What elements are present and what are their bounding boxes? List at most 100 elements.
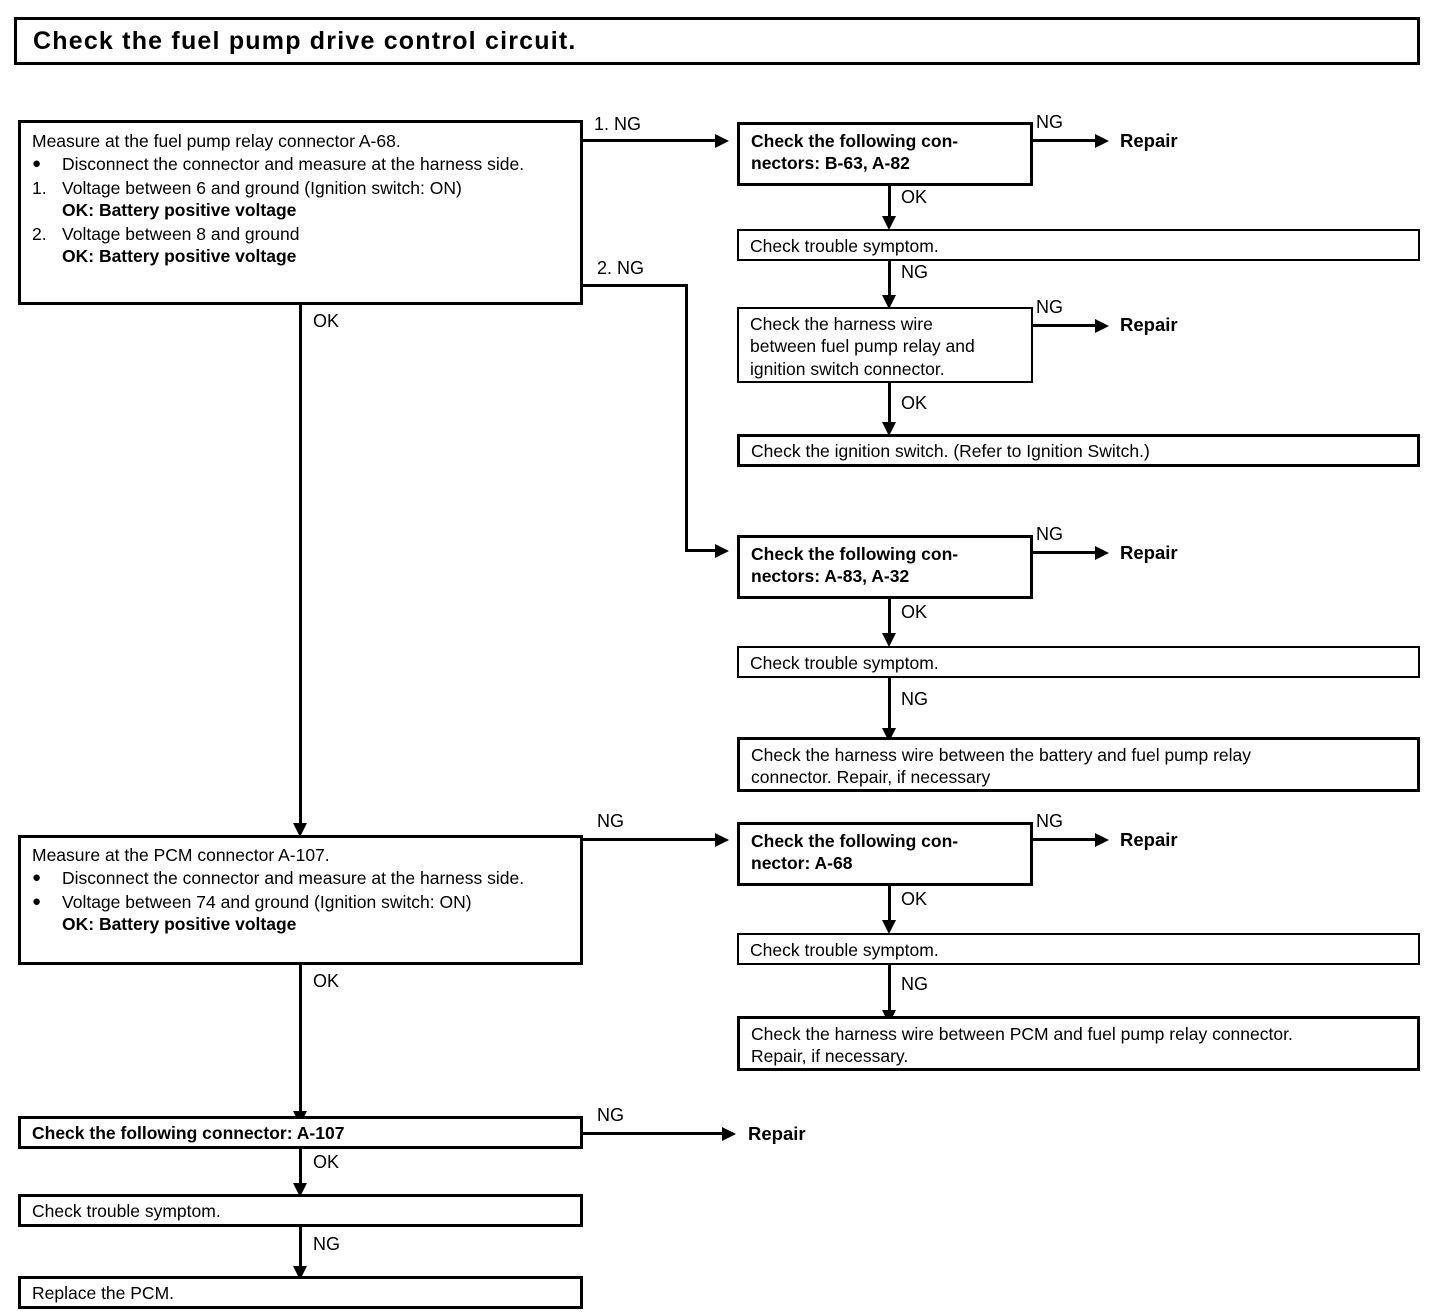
line-ng-a107-repair	[583, 1132, 733, 1135]
label-ng-b63: NG	[1036, 112, 1063, 132]
label-ng-a107: NG	[597, 1105, 624, 1125]
measure-pcm-bullet-1: Disconnect the connector and measure at …	[62, 868, 525, 889]
line-ng-trouble3-pcmharness	[888, 965, 891, 1012]
line-ok-b63-trouble1	[888, 186, 891, 218]
line-ok-box1-to-pcm	[299, 305, 302, 825]
line-ng-pcm-a68	[583, 838, 717, 841]
box-check-connectors-b63-a82: Check the following con- nectors: B-63, …	[737, 122, 1033, 186]
label-ok-pcm: OK	[313, 971, 340, 991]
line-ok-harness-ignition	[888, 383, 891, 424]
label-ok-a83: OK	[901, 602, 928, 622]
arrowhead-ng-b63-repair	[1095, 134, 1109, 148]
label-ng-trouble3: NG	[901, 974, 928, 994]
arrowhead-ng-a68-repair	[1095, 833, 1109, 847]
repair-label-b63: Repair	[1120, 130, 1178, 151]
page-title-text: Check the fuel pump drive control circui…	[33, 26, 577, 55]
arrowhead-ok-a83-trouble2	[882, 633, 896, 647]
arrowhead-ng-pcm-a68	[715, 833, 729, 847]
line-ng-harness-repair	[1033, 324, 1097, 327]
line-ok-pcm-a107	[299, 965, 302, 1113]
arrowhead-ng2	[715, 544, 729, 558]
box-harness-battery-relay: Check the harness wire between the batte…	[737, 737, 1420, 792]
measure-relay-bullet: Disconnect the connector and measure at …	[62, 154, 525, 175]
arrowhead-ng-a83-repair	[1095, 546, 1109, 560]
box-trouble-symptom-2: Check trouble symptom.	[737, 646, 1420, 678]
line-ng-trouble2-battery	[888, 678, 891, 730]
label-ng-trouble2: NG	[901, 689, 928, 709]
label-ng-trouble4: NG	[313, 1234, 340, 1254]
box-harness-relay-ignition: Check the harness wire between fuel pump…	[737, 307, 1033, 383]
repair-label-a83: Repair	[1120, 542, 1178, 563]
box-check-connector-a68: Check the following con- nector: A-68	[737, 822, 1033, 886]
label-ok-b63: OK	[901, 187, 928, 207]
measure-relay-item-1-text: Voltage between 6 and ground (Ignition s…	[62, 177, 462, 198]
bullet-dot-icon: ●	[32, 155, 42, 173]
box-trouble-symptom-1: Check trouble symptom.	[737, 229, 1420, 261]
label-ng-pcm: NG	[597, 811, 624, 831]
harness-pcm-relay-line2: Repair, if necessary.	[751, 1046, 909, 1067]
arrowhead-ok-b63-trouble1	[882, 216, 896, 230]
box-replace-pcm: Replace the PCM.	[18, 1276, 583, 1309]
check-conn-a83-line1: Check the following con-	[751, 544, 959, 564]
repair-label-harness: Repair	[1120, 314, 1178, 335]
check-conn-a107-text: Check the following connector: A-107	[32, 1123, 345, 1143]
label-ng1: 1. NG	[594, 114, 642, 134]
measure-relay-item-2-ok: OK: Battery positive voltage	[62, 245, 297, 266]
arrowhead-ok-a107-trouble4	[293, 1183, 307, 1197]
measure-pcm-heading: Measure at the PCM connector A-107.	[32, 845, 330, 865]
box-check-connector-a107: Check the following connector: A-107	[18, 1116, 583, 1149]
line-ng2-horizontal-1	[583, 284, 688, 287]
trouble-symptom-3-text: Check trouble symptom.	[750, 940, 939, 960]
measure-relay-item-2-num: 2.	[32, 223, 47, 244]
arrowhead-ng-trouble1-harness	[882, 295, 896, 309]
arrowhead-ng-a107-repair	[722, 1127, 736, 1141]
trouble-symptom-1-text: Check trouble symptom.	[750, 236, 939, 256]
bullet-dot-icon: ●	[32, 869, 42, 887]
arrowhead-ok-a68-trouble3	[882, 920, 896, 934]
box-measure-pcm-connector: Measure at the PCM connector A-107. ● Di…	[18, 835, 583, 965]
box-trouble-symptom-4: Check trouble symptom.	[18, 1194, 583, 1227]
check-conn-a68-line2: nector: A-68	[751, 853, 853, 874]
arrowhead-ng-harness-repair	[1095, 319, 1109, 333]
measure-relay-item-1-ok: OK: Battery positive voltage	[62, 200, 297, 221]
measure-relay-heading: Measure at the fuel pump relay connector…	[32, 131, 401, 151]
harness-relay-ignition-line1: Check the harness wire	[750, 314, 933, 334]
label-ng-a68: NG	[1036, 811, 1063, 831]
line-ng-trouble4-replace	[299, 1227, 302, 1268]
label-ng2: 2. NG	[597, 258, 645, 278]
check-conn-a83-line2: nectors: A-83, A-32	[751, 566, 910, 587]
measure-pcm-bullet-2-ok: OK: Battery positive voltage	[62, 914, 297, 935]
label-ok-a68: OK	[901, 889, 928, 909]
box-check-connectors-a83-a32: Check the following con- nectors: A-83, …	[737, 535, 1033, 599]
line-ok-a107-trouble4	[299, 1149, 302, 1185]
harness-relay-ignition-line3: ignition switch connector.	[750, 358, 945, 379]
repair-label-a107: Repair	[748, 1123, 806, 1144]
check-conn-b63-line2: nectors: B-63, A-82	[751, 153, 910, 174]
box-harness-pcm-relay: Check the harness wire between PCM and f…	[737, 1016, 1420, 1071]
line-ok-a68-trouble3	[888, 886, 891, 922]
check-ignition-switch-text: Check the ignition switch. (Refer to Ign…	[751, 441, 1150, 461]
trouble-symptom-4-text: Check trouble symptom.	[32, 1201, 221, 1221]
harness-relay-ignition-line2: between fuel pump relay and	[750, 336, 975, 357]
line-ng-a68-repair	[1033, 838, 1097, 841]
repair-label-a68: Repair	[1120, 829, 1178, 850]
label-ok-a107: OK	[313, 1152, 340, 1172]
check-conn-a68-line1: Check the following con-	[751, 831, 959, 851]
bullet-dot-icon: ●	[32, 892, 42, 910]
check-conn-b63-line1: Check the following con-	[751, 131, 959, 151]
label-ng-trouble1: NG	[901, 262, 928, 282]
line-ng-b63-repair	[1033, 139, 1097, 142]
measure-relay-item-1-num: 1.	[32, 177, 47, 198]
box-measure-fuel-pump-relay: Measure at the fuel pump relay connector…	[18, 120, 583, 305]
line-ng-trouble1-harness	[888, 261, 891, 297]
arrowhead-ok-harness-ignition	[882, 422, 896, 436]
harness-battery-relay-line1: Check the harness wire between the batte…	[751, 745, 1252, 765]
arrowhead-ng1	[715, 134, 729, 148]
arrowhead-ok-box1-to-pcm	[293, 823, 307, 837]
page-title: Check the fuel pump drive control circui…	[14, 17, 1420, 65]
line-ok-a83-trouble2	[888, 599, 891, 635]
label-ok-box1: OK	[313, 311, 340, 331]
label-ng-a83: NG	[1036, 524, 1063, 544]
line-ng2-horizontal-2	[685, 549, 717, 552]
